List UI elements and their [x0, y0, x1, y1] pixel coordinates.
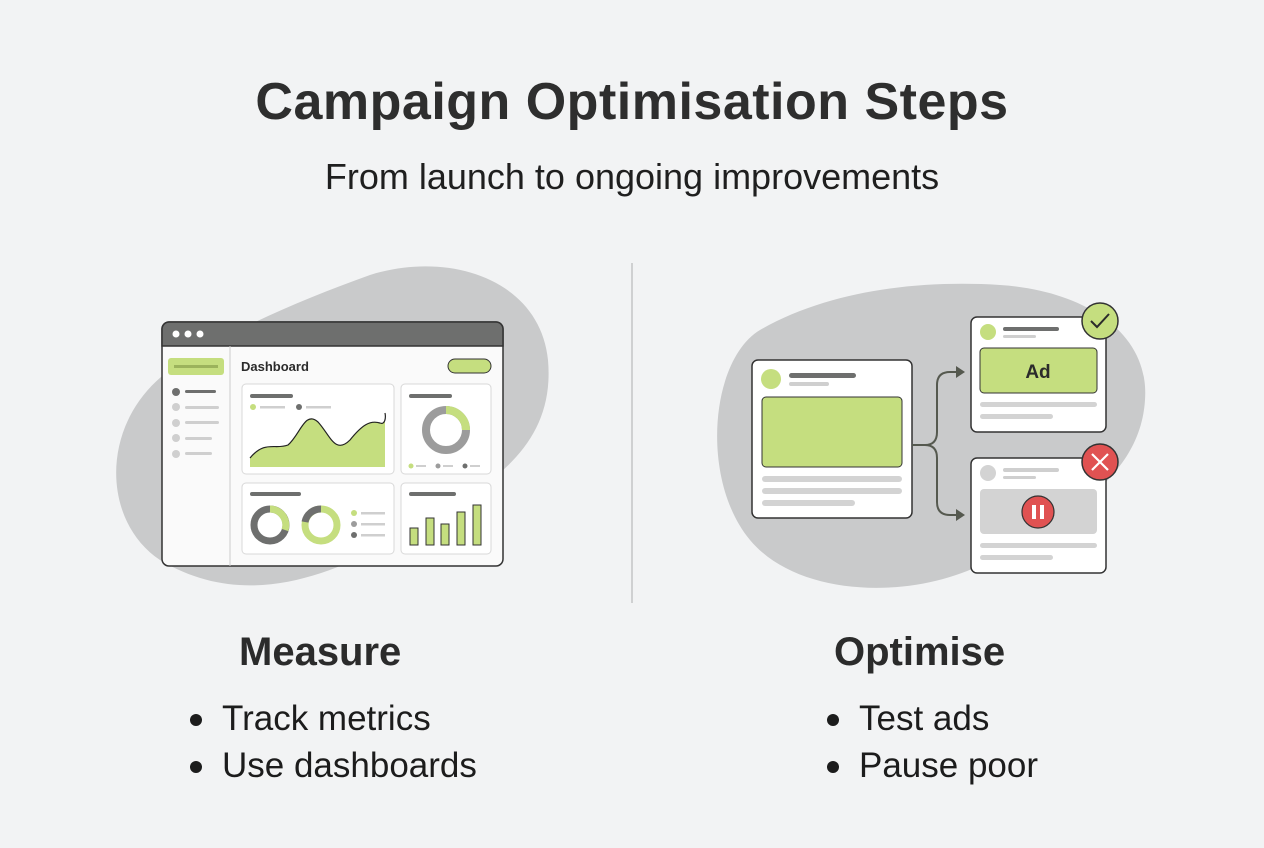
window-dot-icon: [172, 330, 180, 338]
dashboard-illustration: Dashboard: [116, 266, 549, 586]
donut-chart: [445, 406, 470, 431]
optimise-title: Optimise: [834, 630, 1006, 674]
dashboard-heading: Dashboard: [241, 359, 309, 374]
optimise-bullets: Test ads Pause poor: [825, 695, 1038, 789]
page-subtitle: From launch to ongoing improvements: [324, 156, 940, 197]
bullet-item: Pause poor: [825, 742, 1038, 789]
close-icon: [1081, 443, 1119, 481]
bullet-item: Track metrics: [188, 695, 477, 742]
measure-bullets: Track metrics Use dashboards: [188, 695, 477, 789]
section-divider: [631, 263, 633, 603]
bullet-item: Use dashboards: [188, 742, 477, 789]
dashboard-action-pill: [447, 358, 492, 374]
split-arrow: [912, 371, 958, 446]
page-title: Campaign Optimisation Steps: [255, 73, 1009, 131]
bar-chart: [409, 504, 482, 546]
check-icon: [1081, 302, 1119, 340]
measure-title: Measure: [239, 630, 402, 674]
area-chart: [250, 413, 386, 467]
bullet-item: Test ads: [825, 695, 1038, 742]
winning-ad-label: Ad: [1025, 362, 1050, 383]
ab-test-illustration: Ad: [717, 283, 1146, 588]
pause-icon: [1021, 495, 1055, 529]
